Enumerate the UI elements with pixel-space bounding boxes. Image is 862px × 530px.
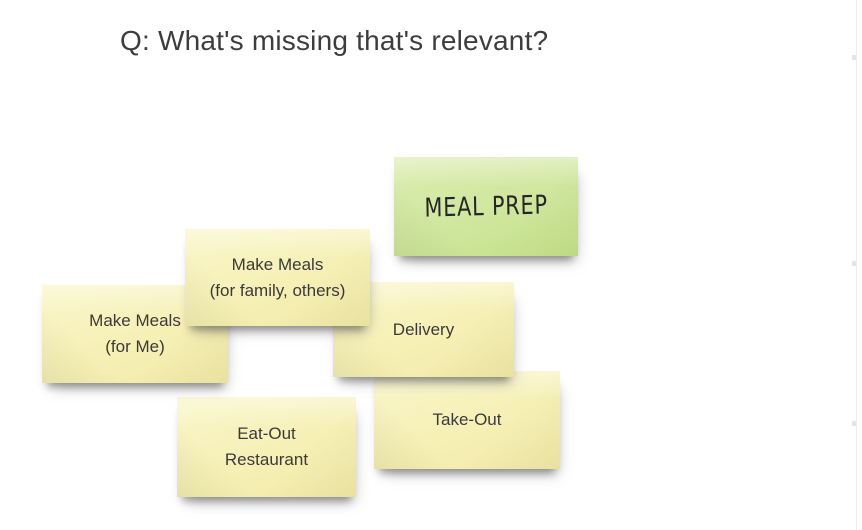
sticky-note-label: Make Meals (for family, others) xyxy=(209,254,346,300)
sticky-note-label: MEAL PREP xyxy=(424,189,548,224)
sticky-note-meal-prep[interactable]: MEAL PREP xyxy=(394,157,578,256)
scroll-tick-mark xyxy=(852,261,856,266)
canvas-right-edge-line xyxy=(856,0,857,530)
scroll-tick-mark xyxy=(852,421,856,426)
sticky-note-label: Eat-Out Restaurant xyxy=(224,424,309,469)
sticky-note-label: Take-Out xyxy=(432,410,502,429)
sticky-note-eat-out[interactable]: Eat-Out Restaurant xyxy=(177,397,356,497)
board-question-title: Q: What's missing that's relevant? xyxy=(120,25,549,56)
sticky-note-make-meals-family[interactable]: Make Meals (for family, others) xyxy=(185,229,370,326)
sticky-note-take-out[interactable]: Take-Out xyxy=(374,371,560,469)
sticky-note-label: Make Meals (for Me) xyxy=(89,311,181,356)
sticky-note-label: Delivery xyxy=(392,319,455,339)
scroll-tick-mark xyxy=(852,55,856,60)
